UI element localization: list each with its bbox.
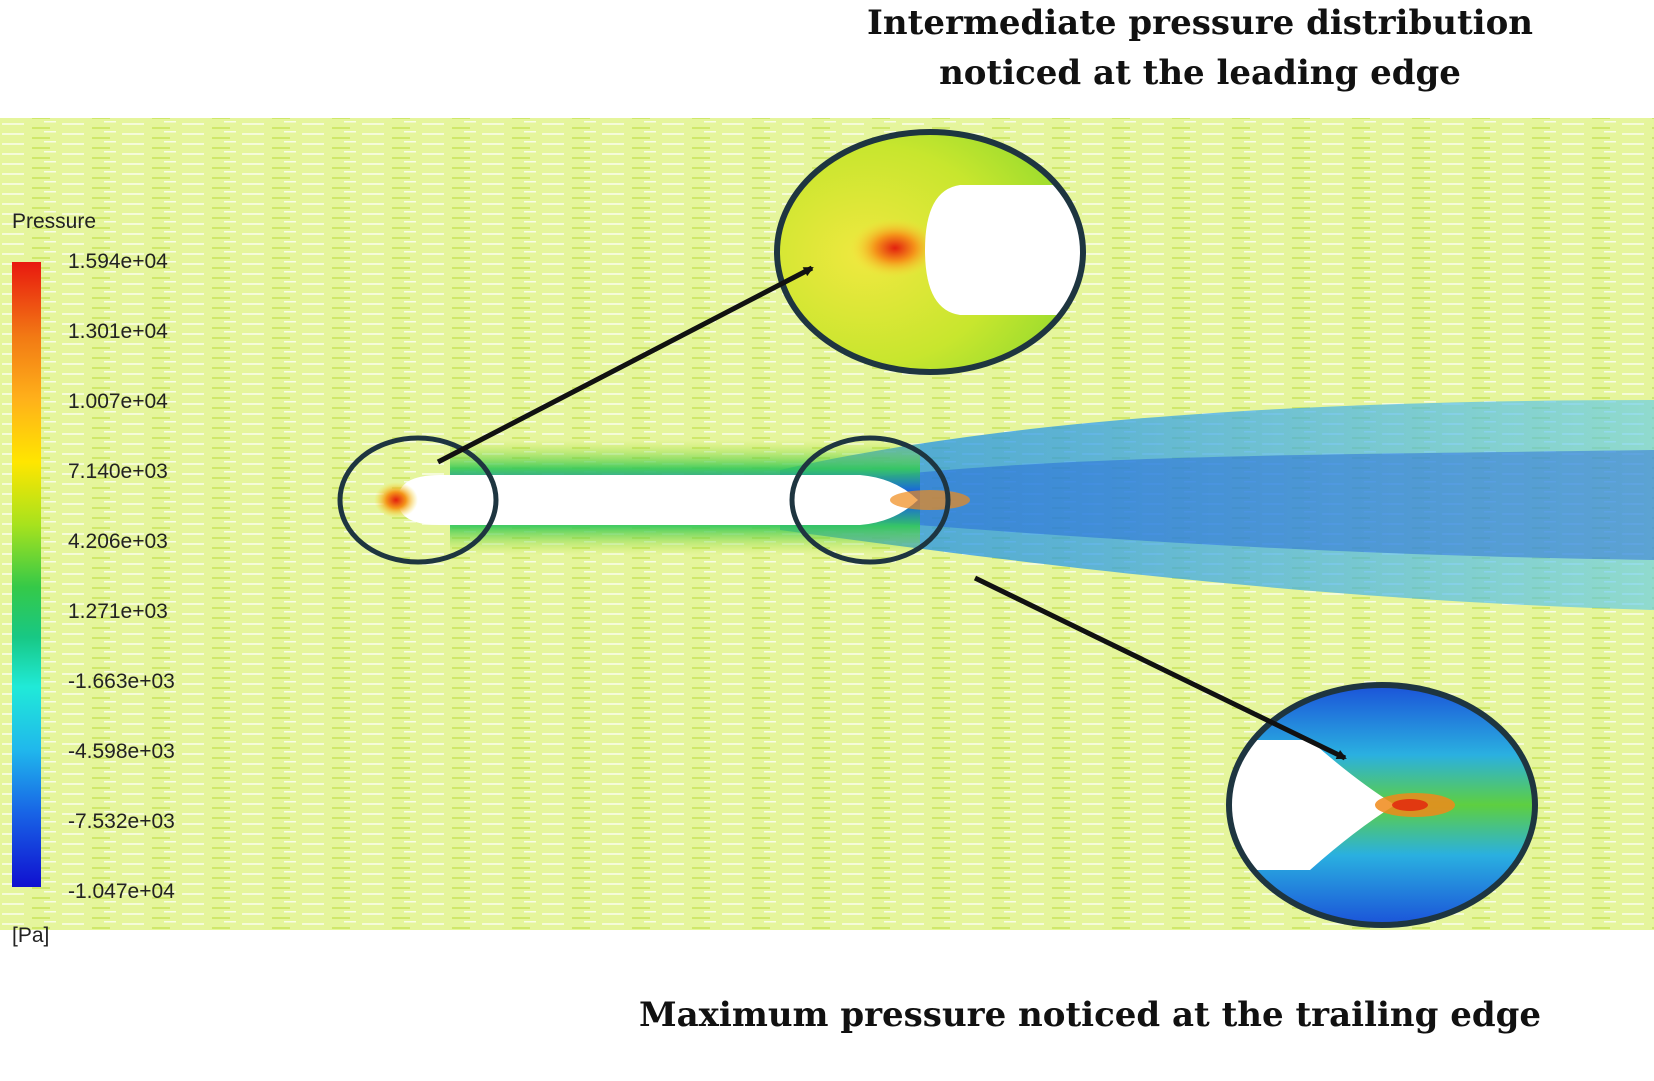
legend-tick: -1.047e+04 <box>68 880 175 903</box>
leading-edge-caption-line2: noticed at the leading edge <box>939 53 1461 93</box>
leading-edge-hotspot <box>374 482 418 518</box>
legend-tick: 1.007e+04 <box>68 390 168 413</box>
trailing-edge-highlight-ring <box>789 435 951 565</box>
legend-tick: -1.663e+03 <box>68 670 175 693</box>
leading-edge-caption-line1: Intermediate pressure distribution <box>867 3 1533 43</box>
legend-unit: [Pa] <box>12 924 50 947</box>
trailing-edge-caption: Maximum pressure noticed at the trailing… <box>638 995 1542 1035</box>
leading-edge-highlight-ring <box>337 435 499 565</box>
trailing-edge-zoom-inset <box>1226 682 1538 928</box>
legend-tick: 1.271e+03 <box>68 600 168 623</box>
legend-tick: 7.140e+03 <box>68 460 168 483</box>
wake-core <box>850 450 1654 560</box>
legend-tick: -7.532e+03 <box>68 810 175 833</box>
trailing-edge-hotspot <box>890 490 970 510</box>
legend-tick: 1.594e+04 <box>68 250 168 273</box>
arrow-to-leading-edge-inset <box>436 265 814 465</box>
leading-edge-zoom-inset <box>774 129 1086 375</box>
legend-title: Pressure <box>12 210 97 233</box>
pressure-colorbar <box>12 262 41 887</box>
arrow-to-trailing-edge-inset <box>973 575 1347 761</box>
wake-region <box>780 400 1654 610</box>
legend-tick: -4.598e+03 <box>68 740 175 763</box>
legend-tick: 4.206e+03 <box>68 530 168 553</box>
legend-tick: 1.301e+04 <box>68 320 168 343</box>
body-shape <box>398 475 918 525</box>
